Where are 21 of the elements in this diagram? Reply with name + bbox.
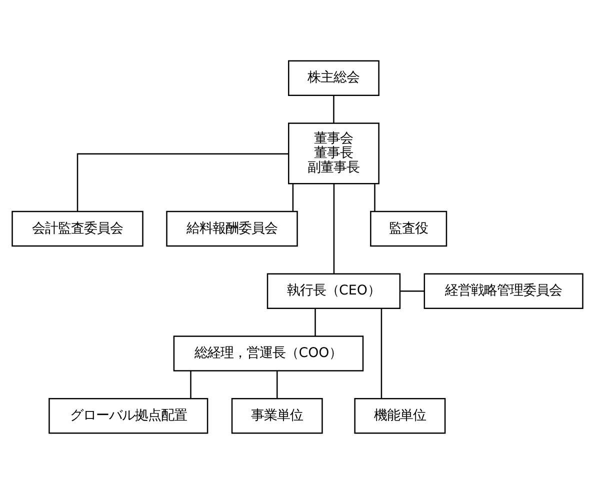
node-box: 監査役 — [370, 210, 448, 246]
connector — [374, 184, 376, 211]
node-box: 会計監査委員会 — [12, 210, 144, 246]
node-box: 株主総会 — [288, 60, 380, 96]
connector — [380, 308, 382, 398]
node-box: 事業単位 — [231, 398, 323, 434]
connector — [292, 184, 294, 211]
node-box: 機能単位 — [354, 398, 446, 434]
connector — [190, 370, 192, 398]
connector — [333, 184, 335, 274]
node-box: 給料報酬委員会 — [166, 210, 298, 246]
connector — [400, 290, 424, 292]
node-box: 董事会 董事長 副董事長 — [288, 122, 380, 184]
connector — [314, 308, 316, 336]
node-box: 経営戦略管理委員会 — [424, 272, 584, 309]
node-box: グローバル拠点配置 — [48, 398, 208, 434]
node-box: 総経理，営運長（COO） — [173, 335, 364, 371]
connector — [76, 152, 288, 211]
connector — [333, 95, 334, 123]
connector — [276, 370, 278, 398]
node-box: 執行長（CEO） — [266, 272, 401, 309]
